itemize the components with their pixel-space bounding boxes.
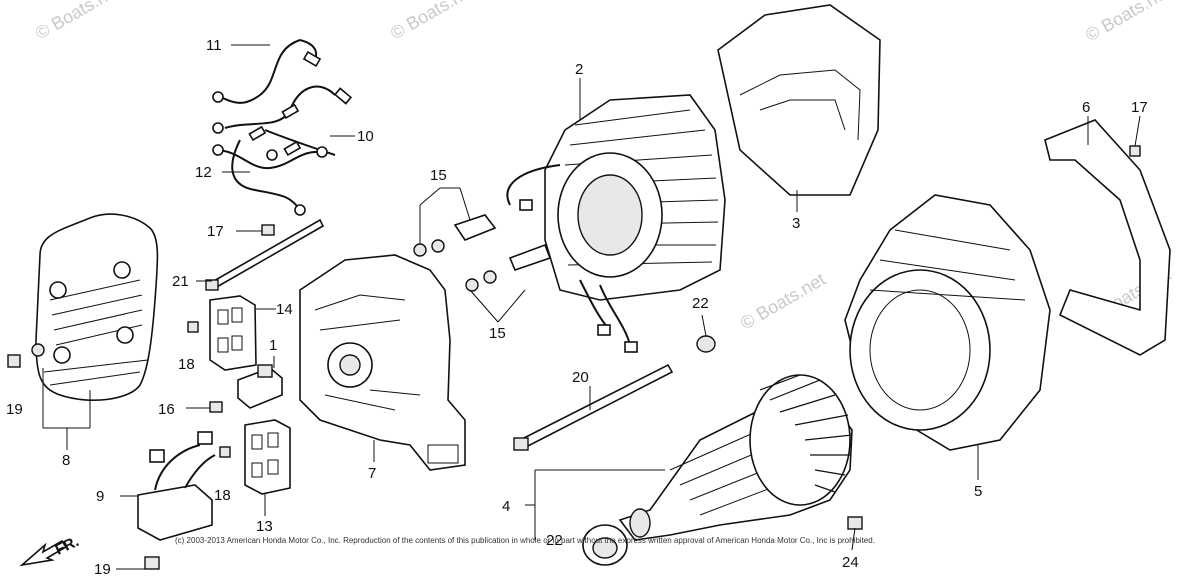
bolt-24 (847, 516, 863, 530)
callout-13: 13 (256, 518, 273, 535)
washer-19-a (31, 343, 45, 357)
callout-2: 2 (575, 61, 583, 78)
callout-11: 11 (206, 37, 222, 54)
watermark-4: © Boats.net (737, 269, 829, 333)
callout-16: 16 (158, 401, 175, 418)
band-3 (717, 4, 881, 196)
callout-15-top: 15 (430, 167, 447, 184)
callout-14: 14 (276, 301, 293, 318)
callout-22-bottom: 22 (546, 532, 563, 549)
wire-harness-group (212, 39, 353, 216)
callout-7: 7 (368, 465, 376, 482)
bolt-18-a (187, 321, 199, 333)
callout-17-right: 17 (1131, 99, 1148, 116)
callout-3: 3 (792, 215, 800, 232)
copyright-notice: (c) 2003-2013 American Honda Motor Co., … (175, 536, 875, 545)
receptacle-13 (244, 419, 291, 495)
callout-4: 4 (502, 498, 510, 515)
bolt-19-a (7, 354, 21, 368)
washer-22-top (696, 335, 716, 353)
end-cover (35, 213, 159, 401)
callout-12: 12 (195, 164, 212, 181)
callout-24: 24 (842, 554, 859, 571)
watermark-3: © Boats.net (1082, 0, 1174, 45)
callout-10: 10 (357, 128, 374, 145)
callout-15-bottom: 15 (489, 325, 506, 342)
front-direction-arrow: FR. (19, 533, 82, 567)
callout-18-b: 18 (214, 487, 231, 504)
callout-1: 1 (269, 337, 277, 354)
receptacles (209, 295, 291, 495)
plate-6 (1044, 119, 1171, 356)
bolt-19-b (144, 556, 160, 570)
washer-22-bottom (582, 524, 628, 566)
callout-8: 8 (62, 452, 70, 469)
bolt-17-left (261, 224, 275, 236)
callout-20: 20 (572, 369, 589, 386)
callout-19-b: 19 (94, 561, 111, 578)
fasteners (7, 145, 1141, 570)
fan-cover-5 (844, 194, 1051, 451)
callout-6: 6 (1082, 99, 1090, 116)
bolt-16 (209, 401, 223, 413)
bolt-17-right (1129, 145, 1141, 157)
receptacle-14 (209, 295, 257, 371)
leader-lines (42, 44, 1141, 570)
bolt-18-b (219, 446, 231, 458)
callout-21: 21 (172, 273, 189, 290)
callout-22-top: 22 (692, 295, 709, 312)
direction-label: FR. (53, 533, 82, 559)
regulator-9 (137, 431, 216, 541)
watermark-1: © Boats.net (32, 0, 124, 43)
stator-2 (506, 94, 726, 353)
watermark-2: © Boats.net (387, 0, 479, 43)
callout-9: 9 (96, 488, 104, 505)
through-bolt-20 (518, 363, 674, 450)
callout-17-left: 17 (207, 223, 224, 240)
callout-5: 5 (974, 483, 982, 500)
front-frame-7 (299, 254, 466, 471)
callout-19-a: 19 (6, 401, 23, 418)
rotor-4 (618, 374, 853, 541)
callout-18-a: 18 (178, 356, 195, 373)
